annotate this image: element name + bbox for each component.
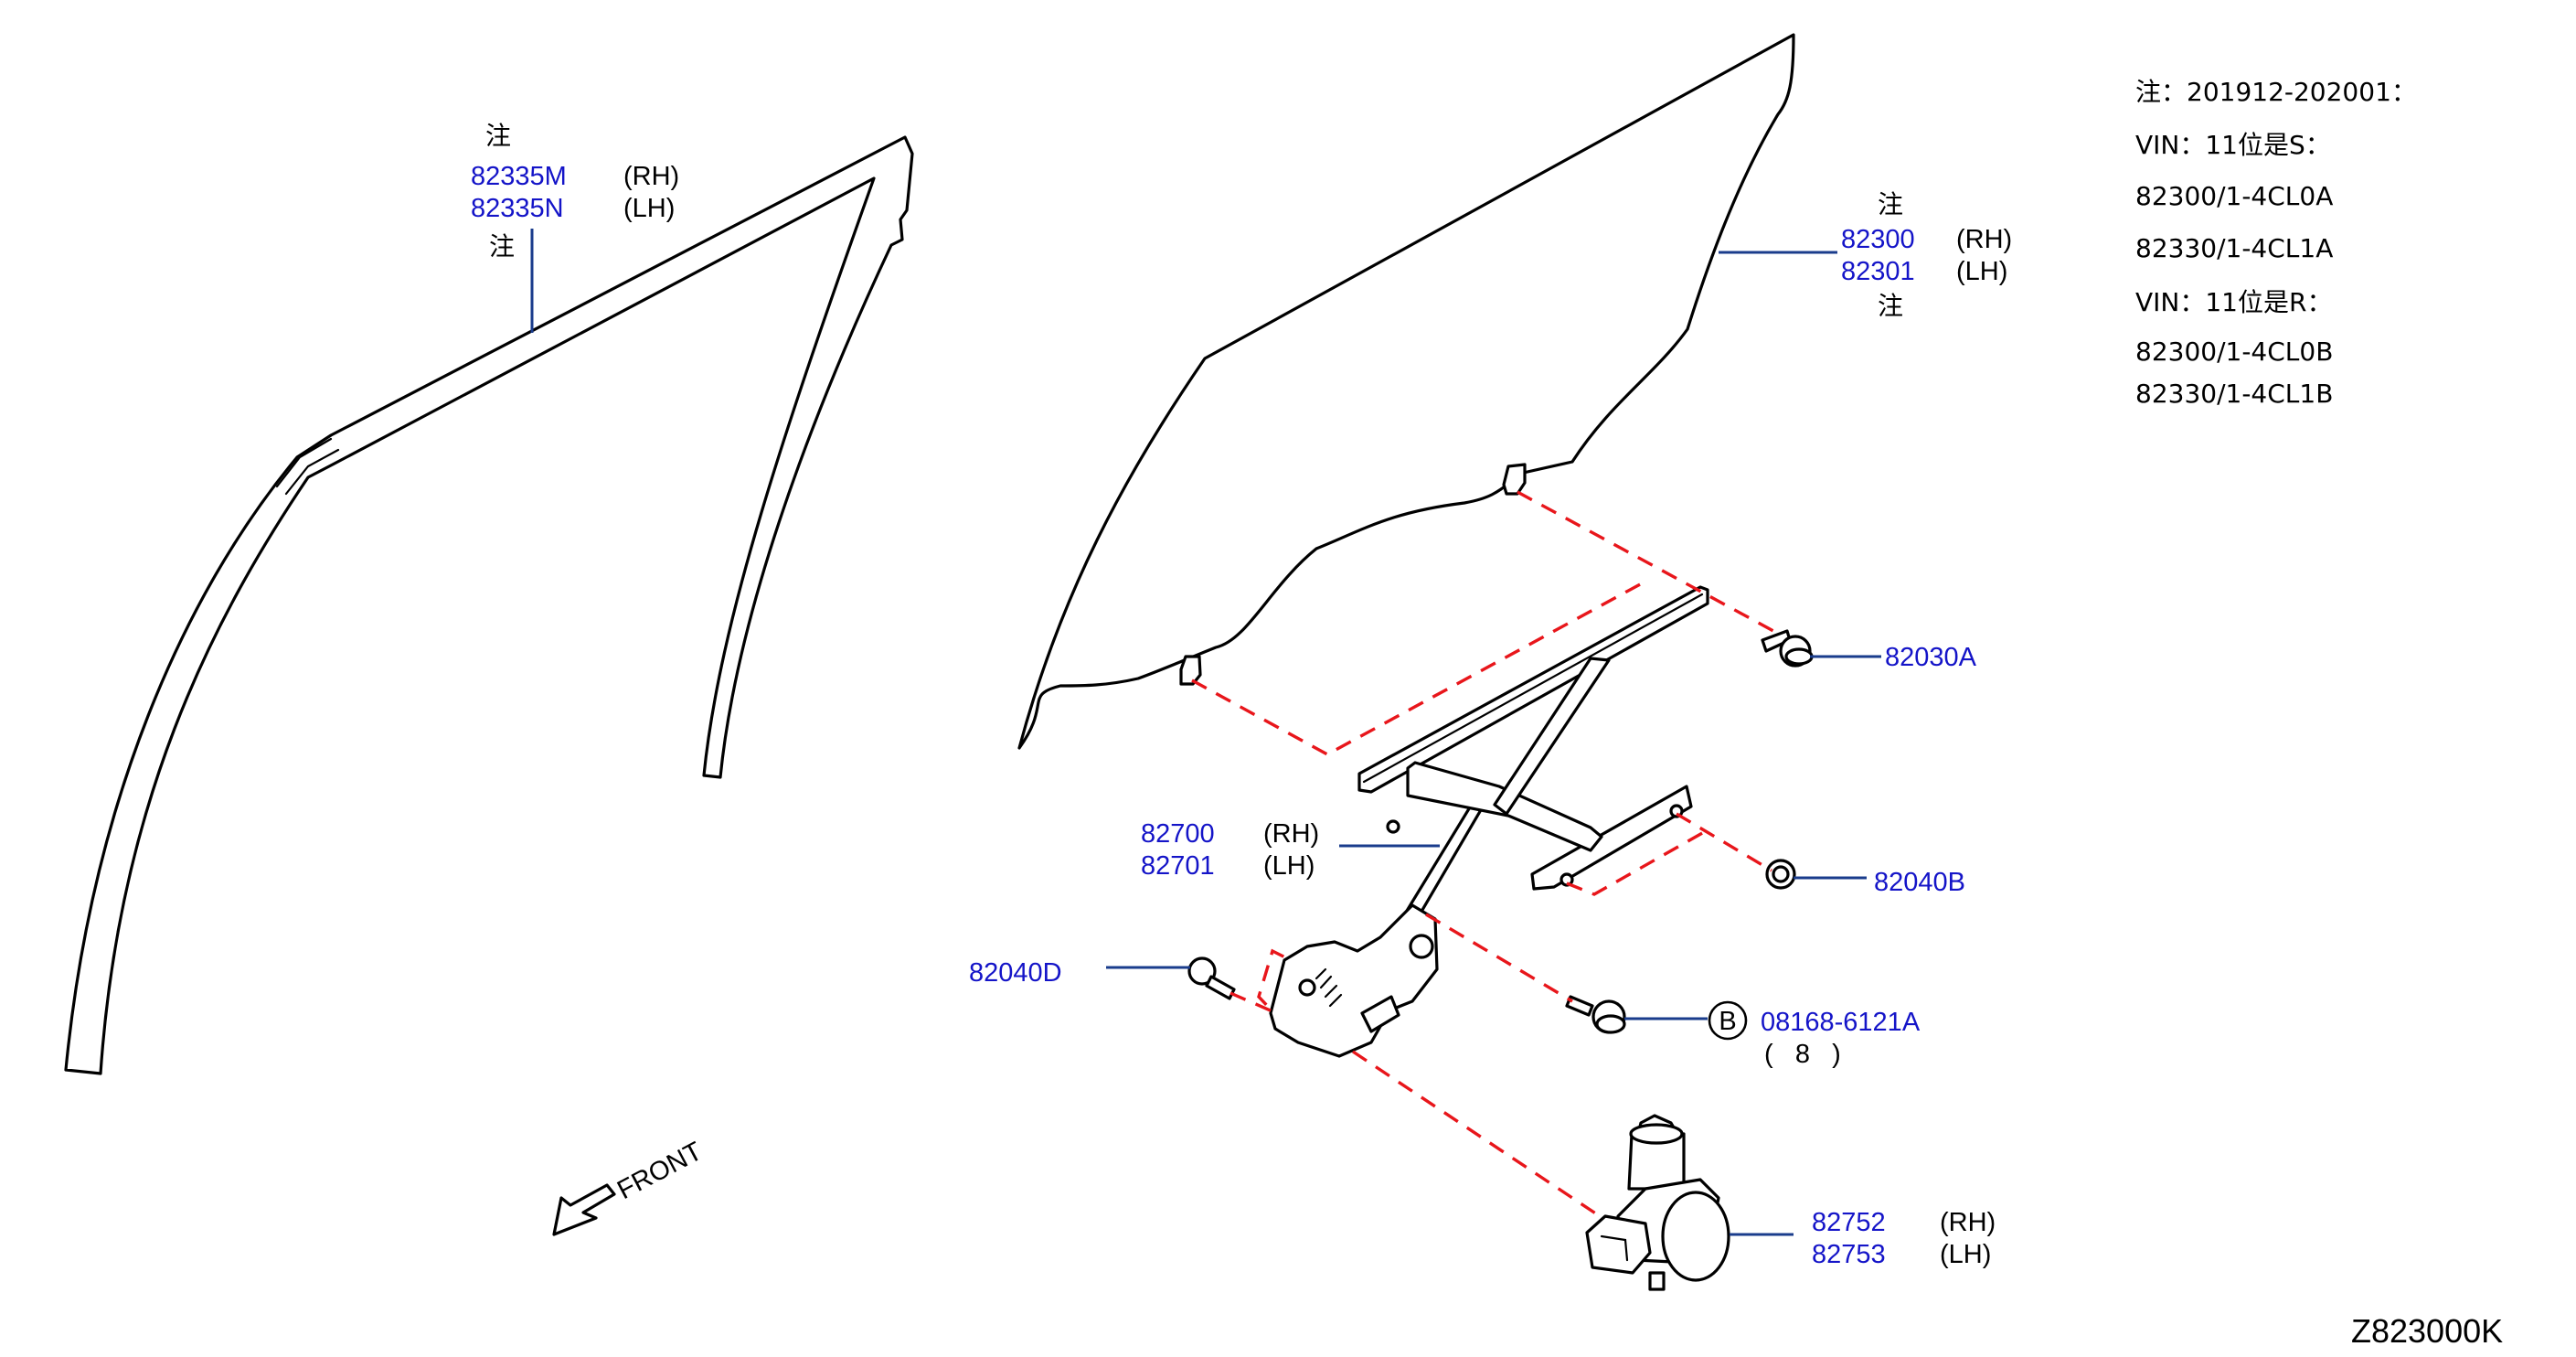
dash-rail-lower: [1566, 830, 1705, 896]
part-number-82335n[interactable]: 82335N: [471, 194, 564, 223]
leader-lines: [530, 229, 1881, 1236]
window-sash-channel: [64, 135, 914, 1075]
regulator-motor: [1585, 1114, 1730, 1291]
side-rh: (RH): [1263, 819, 1319, 849]
label-group-motor: 82752 (RH) 82753 (LH): [1812, 1208, 1996, 1269]
part-number-82752[interactable]: 82752: [1812, 1208, 1886, 1237]
dash-motor-bolt: [1425, 913, 1573, 1003]
reference-b-circle: [1708, 1000, 1748, 1041]
door-glass: [1017, 33, 1795, 750]
part-number-82030a[interactable]: 82030A: [1885, 643, 1977, 672]
note-line: VIN：11位是S：: [2135, 130, 2331, 160]
dash-glass-lower: [1191, 582, 1643, 756]
note-line: 82300/1-4CL0B: [2135, 337, 2333, 367]
reference-b-mark: B: [1719, 1007, 1736, 1036]
front-label: FRONT: [612, 1137, 707, 1205]
side-rh: (RH): [623, 162, 679, 191]
bolt-82040d: [1187, 956, 1236, 1000]
label-group-regulator: 82700 (RH) 82701 (LH): [1141, 819, 1319, 881]
part-number-82753[interactable]: 82753: [1812, 1240, 1886, 1269]
label-group-glass: 注 82300 (RH) 82301 (LH) 注: [1841, 189, 2012, 321]
dash-base-bolt: [1229, 948, 1292, 1013]
note-mark: 注: [485, 121, 511, 151]
part-number-82701[interactable]: 82701: [1141, 851, 1215, 881]
side-rh: (RH): [1940, 1208, 1996, 1237]
diagram-code: Z823000K: [2351, 1312, 2503, 1350]
dash-motor: [1352, 1050, 1601, 1218]
note-mark: 注: [489, 231, 515, 262]
part-number-82301[interactable]: 82301: [1841, 257, 1915, 286]
note-line: 82330/1-4CL1B: [2135, 379, 2333, 409]
part-number-82300[interactable]: 82300: [1841, 225, 1915, 254]
dash-rail-bolt: [1676, 812, 1772, 872]
front-direction-indicator: FRONT: [552, 1137, 708, 1236]
assembly-dash-lines: [1191, 490, 1774, 1218]
part-number-82040d[interactable]: 82040D: [969, 958, 1062, 988]
side-lh: (LH): [1940, 1240, 1991, 1269]
side-lh: (LH): [1263, 851, 1315, 881]
part-number-82040b[interactable]: 82040B: [1874, 868, 1965, 897]
window-regulator: [1269, 585, 1709, 1058]
side-rh: (RH): [1956, 225, 2012, 254]
label-group-sash: 注 82335M (RH) 82335N (LH) 注: [471, 121, 679, 262]
part-number-08168-6121a[interactable]: 08168-6121A: [1761, 1008, 1921, 1037]
part-number-82335m[interactable]: 82335M: [471, 162, 567, 191]
part-number-82700[interactable]: 82700: [1141, 819, 1215, 849]
bolt-08168: [1565, 995, 1626, 1034]
bolt-82040b: [1765, 859, 1796, 890]
note-line: VIN：11位是R：: [2135, 287, 2332, 317]
dash-glass-upper: [1517, 490, 1774, 633]
front-arrow-icon: [552, 1183, 616, 1236]
note-line: 注：201912-202001：: [2135, 77, 2417, 107]
note-mark: 注: [1878, 189, 1903, 219]
quantity-8: ( 8 ): [1764, 1040, 1841, 1069]
note-mark: 注: [1878, 291, 1903, 321]
side-lh: (LH): [1956, 257, 2007, 286]
vin-note: 注：201912-202001： VIN：11位是S： 82300/1-4CL0…: [2135, 77, 2417, 409]
bolt-82030a: [1761, 629, 1814, 668]
note-line: 82330/1-4CL1A: [2135, 233, 2333, 263]
label-group-08168: B 08168-6121A ( 8 ): [1708, 1000, 1921, 1069]
side-lh: (LH): [623, 194, 675, 223]
note-line: 82300/1-4CL0A: [2135, 181, 2333, 211]
